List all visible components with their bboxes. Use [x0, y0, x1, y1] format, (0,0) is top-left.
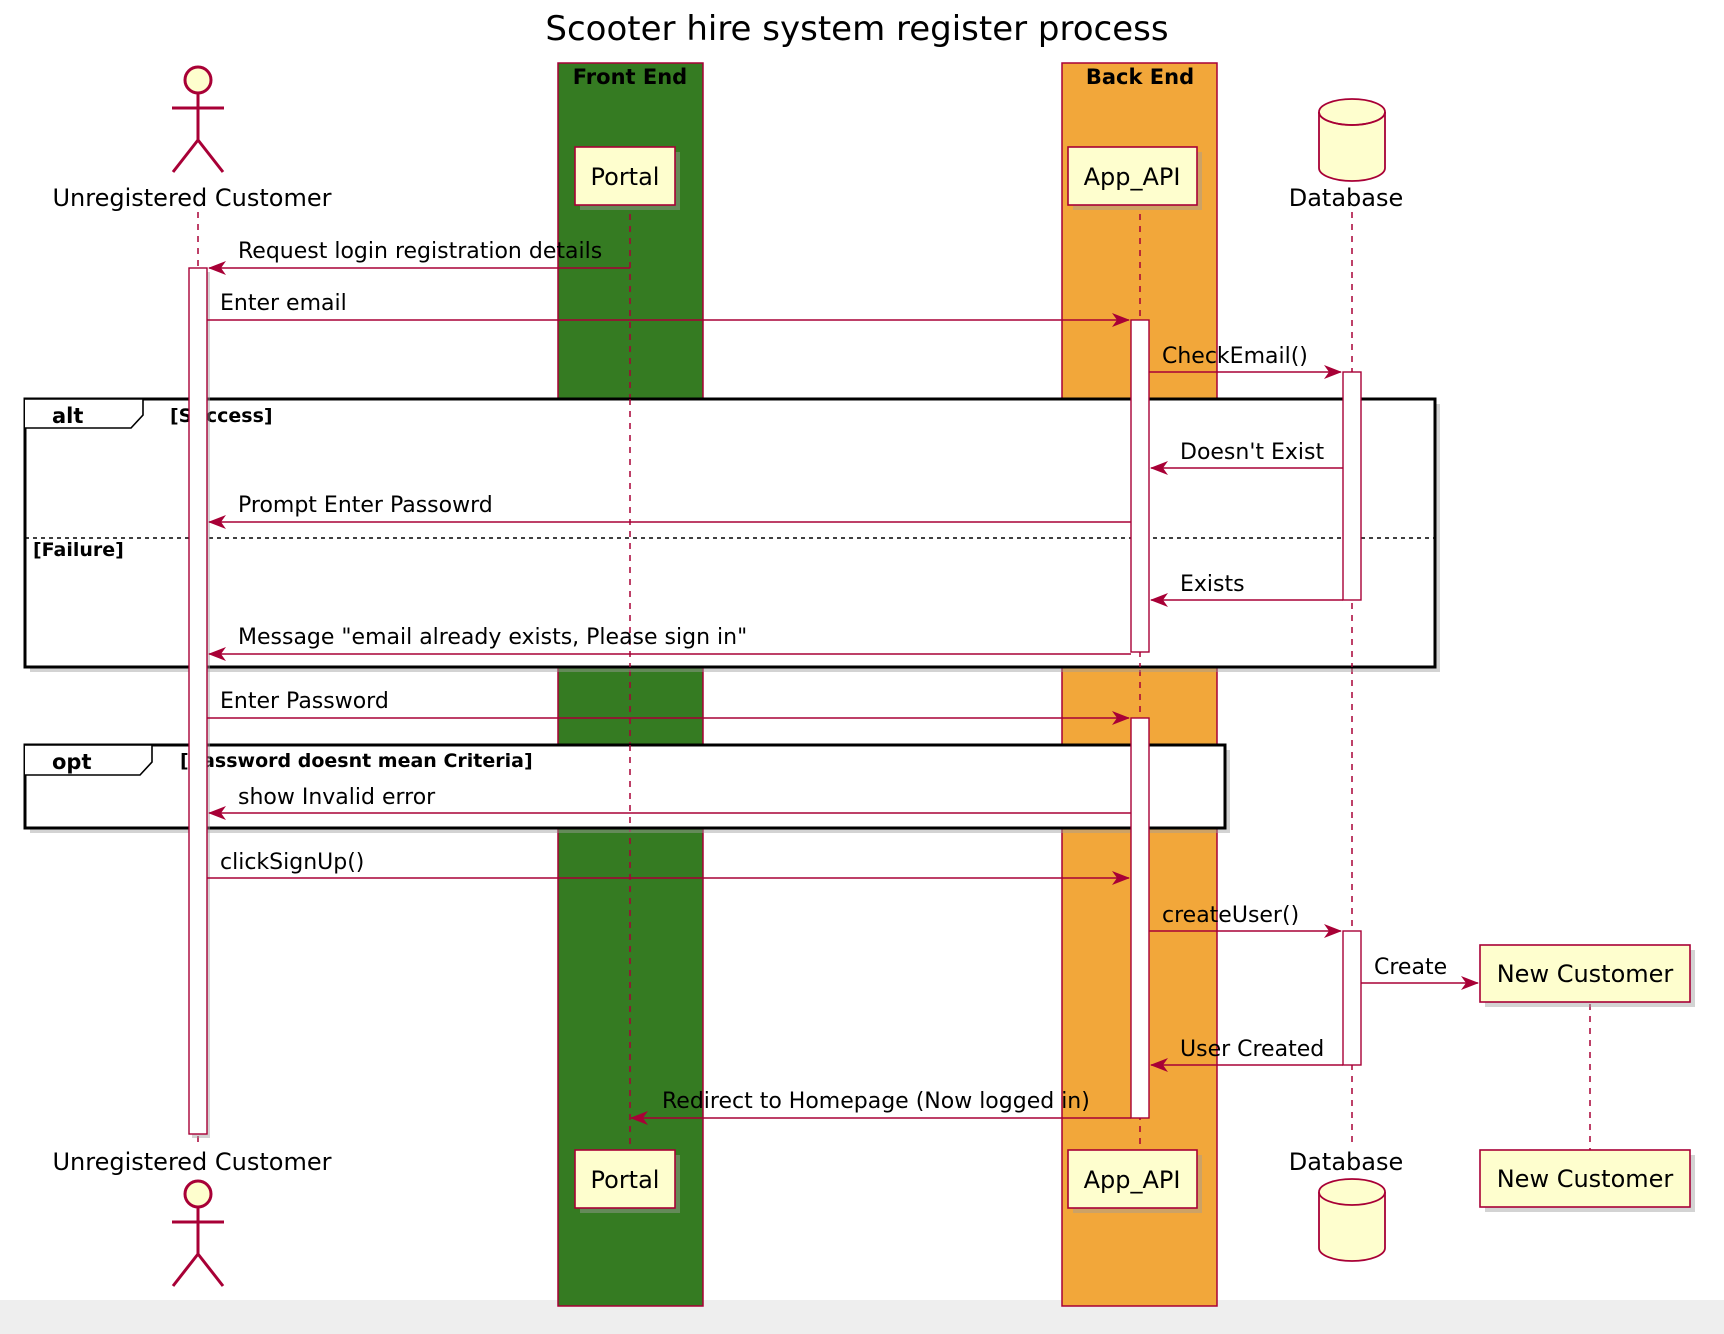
message-label: Message "email already exists, Please si… [238, 625, 747, 650]
participant-label: Unregistered Customer [52, 1148, 331, 1176]
alt-fragment: alt [Success] [Failure] [23, 397, 1440, 672]
participant-app-api-bottom: App_API [1067, 1149, 1202, 1213]
participant-label: Portal [591, 1166, 660, 1194]
diagram-title: Scooter hire system register process [545, 9, 1168, 49]
message-label: Exists [1180, 572, 1245, 597]
message-label: show Invalid error [238, 785, 436, 810]
message-label: clickSignUp() [220, 850, 364, 875]
message-redirect-homepage: Redirect to Homepage (Now logged in) [630, 1089, 1131, 1125]
message-label: User Created [1180, 1037, 1324, 1062]
activation-customer [188, 267, 208, 1135]
activation-app-api-2 [1130, 717, 1150, 1119]
opt-keyword: opt [52, 750, 92, 774]
participant-new-customer-created: New Customer [1479, 944, 1695, 1007]
participant-label: Unregistered Customer [52, 184, 331, 212]
message-exists: Exists [1150, 572, 1343, 607]
message-prompt-password: Prompt Enter Passowrd [208, 493, 1131, 529]
alt-keyword: alt [52, 404, 83, 428]
message-label: Prompt Enter Passowrd [238, 493, 493, 518]
back-end-box-title: Back End [1086, 65, 1194, 89]
database-icon [1318, 98, 1386, 182]
message-email-already-exists: Message "email already exists, Please si… [208, 625, 1131, 661]
message-enter-password: Enter Password [207, 689, 1130, 725]
bottom-gradient [0, 1300, 1724, 1334]
activation-app-api-1 [1130, 319, 1150, 653]
participant-database-top: Database [1289, 98, 1404, 212]
participant-label: New Customer [1497, 1165, 1674, 1193]
message-enter-email: Enter email [207, 291, 1130, 327]
message-doesnt-exist: Doesn't Exist [1150, 440, 1343, 475]
participant-label: Database [1289, 1148, 1404, 1176]
activation-database-1 [1342, 371, 1362, 601]
participant-customer-top: Unregistered Customer [52, 65, 332, 212]
participant-label: App_API [1084, 163, 1181, 191]
participant-label: Portal [591, 163, 660, 191]
message-label: CheckEmail() [1162, 344, 1308, 369]
message-label: Doesn't Exist [1180, 440, 1325, 465]
message-label: Enter Password [220, 689, 389, 714]
participant-label: Database [1289, 184, 1404, 212]
participant-label: New Customer [1497, 960, 1674, 988]
message-label: Redirect to Homepage (Now logged in) [662, 1089, 1090, 1114]
activation-database-2 [1342, 930, 1362, 1066]
message-label: Enter email [220, 291, 347, 316]
participant-portal-top: Portal [574, 146, 680, 210]
alt-else-guard: [Failure] [33, 539, 124, 561]
participant-label: App_API [1084, 1166, 1181, 1194]
message-click-sign-up: clickSignUp() [207, 850, 1130, 885]
alt-guard: [Success] [170, 405, 273, 427]
opt-guard: [Password doesnt mean Criteria] [180, 750, 533, 772]
message-check-email: CheckEmail() [1149, 344, 1342, 379]
participant-portal-bottom: Portal [574, 1149, 680, 1213]
message-request-login-details: Request login registration details [208, 239, 630, 275]
actor-icon [171, 65, 225, 173]
message-show-invalid-error: show Invalid error [208, 785, 1131, 820]
front-end-box-title: Front End [573, 65, 687, 89]
actor-icon [171, 1179, 225, 1287]
message-create-user: createUser() [1149, 903, 1342, 938]
message-label: createUser() [1162, 903, 1299, 928]
participant-database-bottom: Database [1289, 1148, 1404, 1262]
message-user-created: User Created [1150, 1037, 1343, 1072]
participant-new-customer-bottom: New Customer [1479, 1149, 1695, 1212]
participant-app-api-top: App_API [1067, 146, 1202, 210]
message-create: Create [1361, 955, 1479, 990]
message-label: Request login registration details [238, 239, 602, 264]
participant-customer-bottom: Unregistered Customer [52, 1148, 332, 1287]
message-label: Create [1374, 955, 1447, 980]
database-icon [1318, 1178, 1386, 1262]
